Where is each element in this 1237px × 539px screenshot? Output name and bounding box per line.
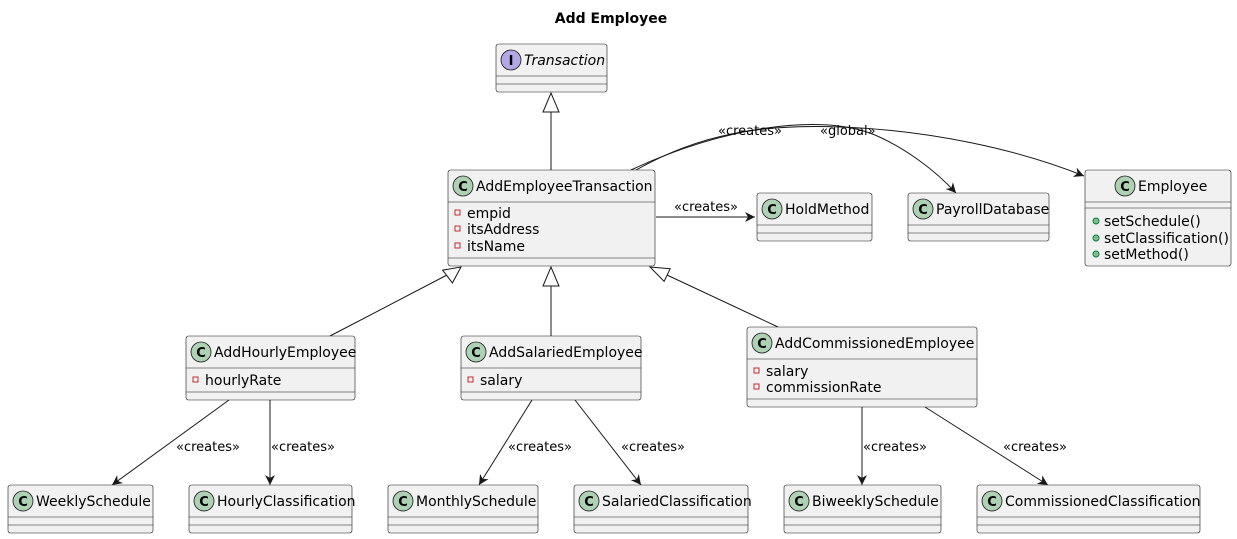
class-name: AddSalariedEmployee bbox=[489, 345, 643, 361]
class-employee[interactable]: C Employee setSchedule() setClassificati… bbox=[1084, 169, 1232, 267]
class-name: MonthlySchedule bbox=[416, 494, 536, 510]
class-icon: C bbox=[471, 346, 481, 361]
class-name: PayrollDatabase bbox=[936, 202, 1049, 218]
class-name: WeeklySchedule bbox=[36, 494, 151, 510]
class-name: BiweeklySchedule bbox=[812, 494, 939, 510]
edge-label-creates: «creates» bbox=[508, 440, 572, 455]
class-icon: C bbox=[199, 495, 209, 510]
dependency-edge-weeklyschedule: «creates» bbox=[111, 399, 240, 486]
class-commissioned-classification[interactable]: C CommissionedClassification bbox=[976, 484, 1201, 534]
private-icon bbox=[454, 209, 461, 216]
attribute: empid bbox=[467, 206, 511, 222]
interface-icon: I bbox=[509, 54, 514, 69]
class-icon: C bbox=[458, 180, 468, 195]
class-name: AddHourlyEmployee bbox=[214, 345, 356, 361]
class-biweekly-schedule[interactable]: C BiweeklySchedule bbox=[783, 484, 942, 534]
class-icon: C bbox=[584, 495, 594, 510]
class-icon: C bbox=[1120, 180, 1130, 195]
private-icon bbox=[454, 225, 461, 232]
attribute: salary bbox=[480, 373, 522, 389]
attribute: itsAddress bbox=[467, 222, 539, 238]
attribute: itsName bbox=[467, 239, 525, 255]
inheritance-edge-commissioned bbox=[648, 266, 779, 328]
class-monthly-schedule[interactable]: C MonthlySchedule bbox=[387, 484, 539, 534]
method: setSchedule() bbox=[1104, 214, 1201, 230]
class-add-employee-transaction[interactable]: C AddEmployeeTransaction empid itsAddres… bbox=[447, 169, 656, 267]
dependency-edge-monthlyschedule: «creates» bbox=[478, 399, 572, 486]
class-icon: C bbox=[767, 203, 777, 218]
dependency-edge-commissionedclassification: «creates» bbox=[924, 406, 1067, 486]
class-icon: C bbox=[196, 346, 206, 361]
class-icon: C bbox=[757, 337, 767, 352]
class-add-hourly-employee[interactable]: C AddHourlyEmployee hourlyRate bbox=[185, 335, 356, 401]
edge-label-creates: «creates» bbox=[271, 440, 335, 455]
inheritance-edge-transaction bbox=[542, 91, 560, 170]
class-salaried-classification[interactable]: C SalariedClassification bbox=[573, 484, 752, 534]
dependency-edge-employee: «creates» bbox=[635, 124, 1085, 177]
class-name: HourlyClassification bbox=[217, 494, 356, 510]
class-icon: C bbox=[18, 495, 28, 510]
attribute: salary bbox=[766, 364, 808, 380]
inheritance-edge-salaried bbox=[542, 265, 560, 336]
class-name: CommissionedClassification bbox=[1005, 494, 1201, 510]
class-weekly-schedule[interactable]: C WeeklySchedule bbox=[7, 484, 154, 534]
class-name: Transaction bbox=[524, 53, 605, 69]
private-icon bbox=[454, 242, 461, 249]
method: setMethod() bbox=[1104, 247, 1189, 263]
dependency-edge-salariedclassification: «creates» bbox=[574, 399, 685, 486]
private-icon bbox=[753, 383, 760, 390]
edge-label-creates: «creates» bbox=[1003, 440, 1067, 455]
interface-transaction[interactable]: I Transaction bbox=[495, 43, 608, 93]
dependency-edge-payrolldatabase: «global» bbox=[630, 123, 957, 194]
private-icon bbox=[192, 376, 199, 383]
class-name: AddEmployeeTransaction bbox=[476, 179, 653, 195]
class-add-commissioned-employee[interactable]: C AddCommissionedEmployee salary commiss… bbox=[746, 326, 978, 408]
edge-label-creates: «creates» bbox=[621, 440, 685, 455]
edge-label-creates: «creates» bbox=[718, 124, 782, 139]
class-add-salaried-employee[interactable]: C AddSalariedEmployee salary bbox=[460, 335, 643, 401]
class-hold-method[interactable]: C HoldMethod bbox=[756, 192, 873, 242]
class-icon: C bbox=[398, 495, 408, 510]
dependency-edge-holdmethod: «creates» bbox=[656, 200, 755, 222]
edge-label-creates: «creates» bbox=[674, 200, 738, 215]
private-icon bbox=[467, 376, 474, 383]
attribute: commissionRate bbox=[766, 380, 881, 396]
attribute: hourlyRate bbox=[205, 373, 281, 389]
dependency-edge-biweeklyschedule: «creates» bbox=[857, 407, 927, 485]
class-hourly-classification[interactable]: C HourlyClassification bbox=[188, 484, 356, 534]
public-icon bbox=[1092, 234, 1100, 242]
public-icon bbox=[1092, 250, 1100, 258]
class-name: SalariedClassification bbox=[602, 494, 752, 510]
class-name: Employee bbox=[1138, 179, 1207, 195]
edge-label-creates: «creates» bbox=[863, 440, 927, 455]
class-name: HoldMethod bbox=[785, 202, 869, 218]
class-icon: C bbox=[987, 495, 997, 510]
method: setClassification() bbox=[1104, 231, 1229, 247]
inheritance-edge-hourly bbox=[329, 266, 462, 337]
private-icon bbox=[753, 367, 760, 374]
public-icon bbox=[1092, 217, 1100, 225]
diagram-title: Add Employee bbox=[555, 11, 667, 27]
class-icon: C bbox=[794, 495, 804, 510]
class-name: AddCommissionedEmployee bbox=[775, 336, 974, 352]
class-icon: C bbox=[918, 203, 928, 218]
class-payroll-database[interactable]: C PayrollDatabase bbox=[907, 192, 1050, 242]
dependency-edge-hourlyclassification: «creates» bbox=[265, 400, 335, 485]
edge-label-creates: «creates» bbox=[176, 440, 240, 455]
